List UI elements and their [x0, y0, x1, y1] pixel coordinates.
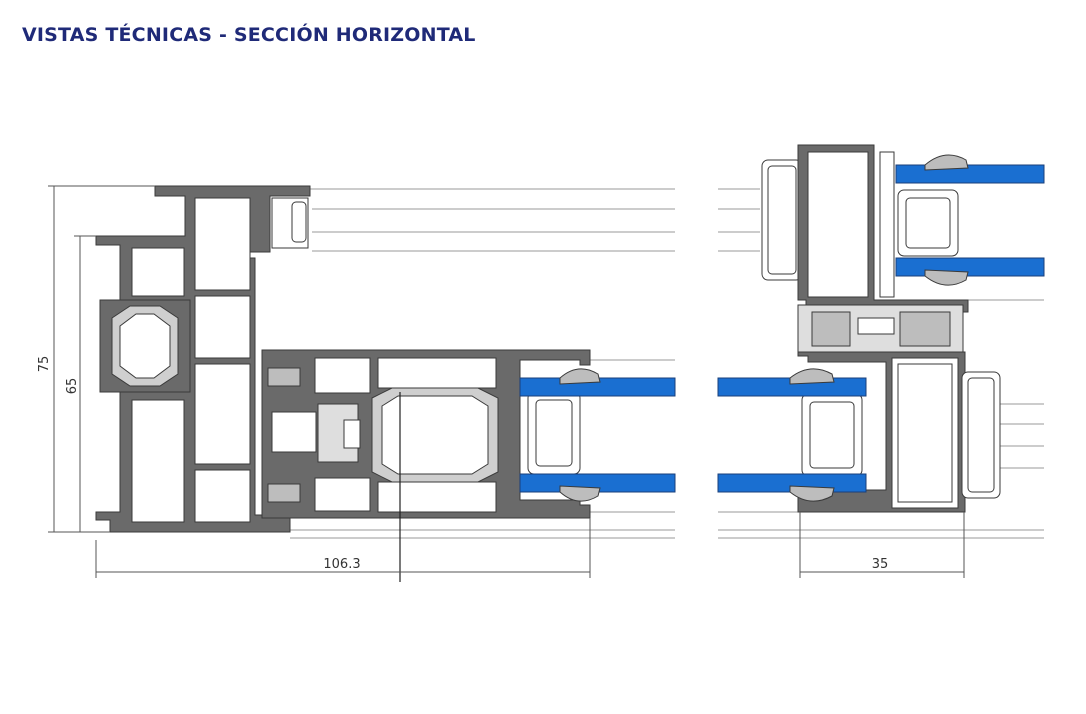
- upper-sash-profile: [797, 144, 969, 313]
- sash-profile: [261, 349, 591, 519]
- dimension-frame-height: 65: [65, 378, 80, 395]
- dimension-width-left: 106.3: [323, 557, 360, 572]
- dimensions-left: [48, 185, 591, 578]
- frame-top-gasket: [291, 201, 307, 243]
- glass-panes-left: [519, 368, 676, 502]
- thermal-break-left: [99, 299, 191, 393]
- left-section: [95, 185, 676, 582]
- dimension-width-right: 35: [872, 557, 889, 572]
- dimension-total-height: 75: [37, 356, 52, 373]
- lower-sash-profile: [797, 351, 966, 513]
- dimensions-right: [799, 512, 965, 578]
- glass-panes-lower: [717, 368, 867, 502]
- glass-panes-upper: [895, 154, 1045, 286]
- interlock-profile: [797, 304, 964, 354]
- reference-lines-right: [718, 188, 1044, 539]
- right-section: [717, 144, 1045, 539]
- reference-lines-left: [290, 188, 675, 539]
- frame-chambers: [131, 197, 309, 523]
- page-title: VISTAS TÉCNICAS - SECCIÓN HORIZONTAL: [22, 24, 476, 46]
